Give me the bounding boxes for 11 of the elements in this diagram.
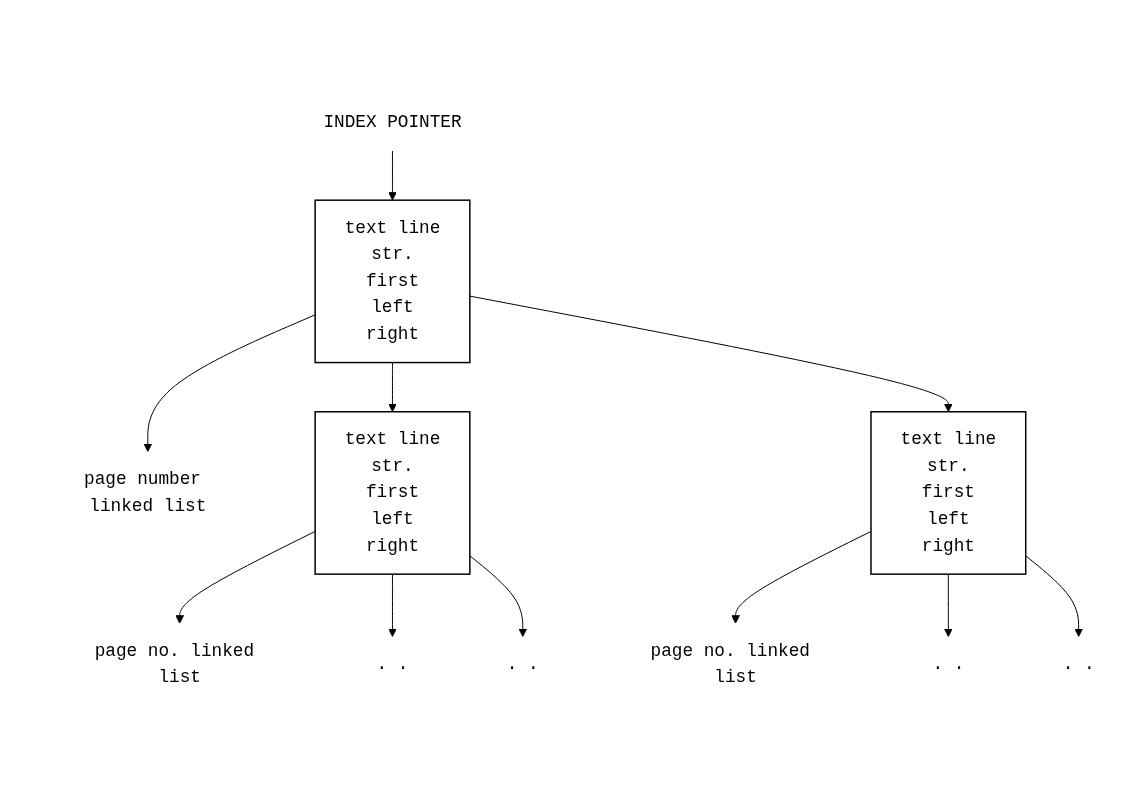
- node-box: text line str. first left right: [869, 411, 1026, 575]
- node-text: . .: [1062, 654, 1095, 675]
- node-text: INDEX POINTER: [322, 112, 462, 133]
- node-text: . .: [931, 654, 964, 675]
- node-text: page no. linked list: [94, 641, 254, 688]
- node-text: page number linked list: [83, 469, 206, 516]
- node-text: . .: [506, 654, 539, 675]
- node-text: page no. linked list: [650, 641, 810, 688]
- node-box: text line str. first left right: [313, 411, 471, 575]
- node-text: . .: [376, 654, 408, 675]
- node-box: text line str. first left right: [313, 199, 471, 364]
